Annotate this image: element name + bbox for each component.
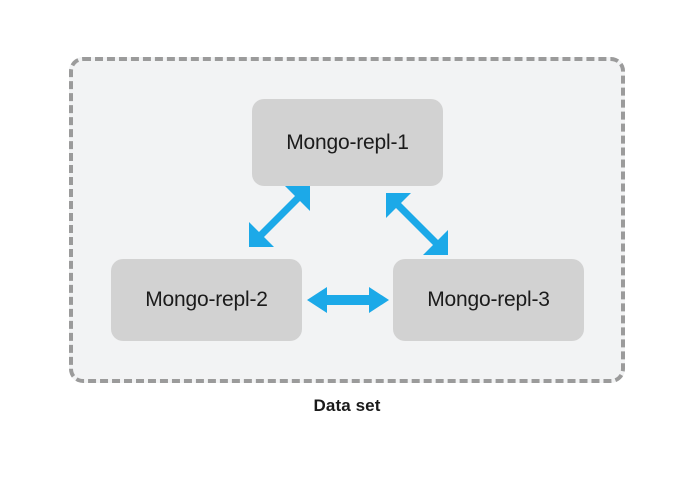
node-label-mongo-repl-2: Mongo-repl-2 <box>145 288 268 311</box>
node-label-mongo-repl-1: Mongo-repl-1 <box>286 130 409 154</box>
node-mongo-repl-1[interactable]: Mongo-repl-1 <box>252 99 443 186</box>
node-mongo-repl-2[interactable]: Mongo-repl-2 <box>111 259 302 341</box>
node-label-mongo-repl-3: Mongo-repl-3 <box>427 288 550 311</box>
node-mongo-repl-3[interactable]: Mongo-repl-3 <box>393 259 584 341</box>
dataset-caption: Data set <box>313 396 381 415</box>
